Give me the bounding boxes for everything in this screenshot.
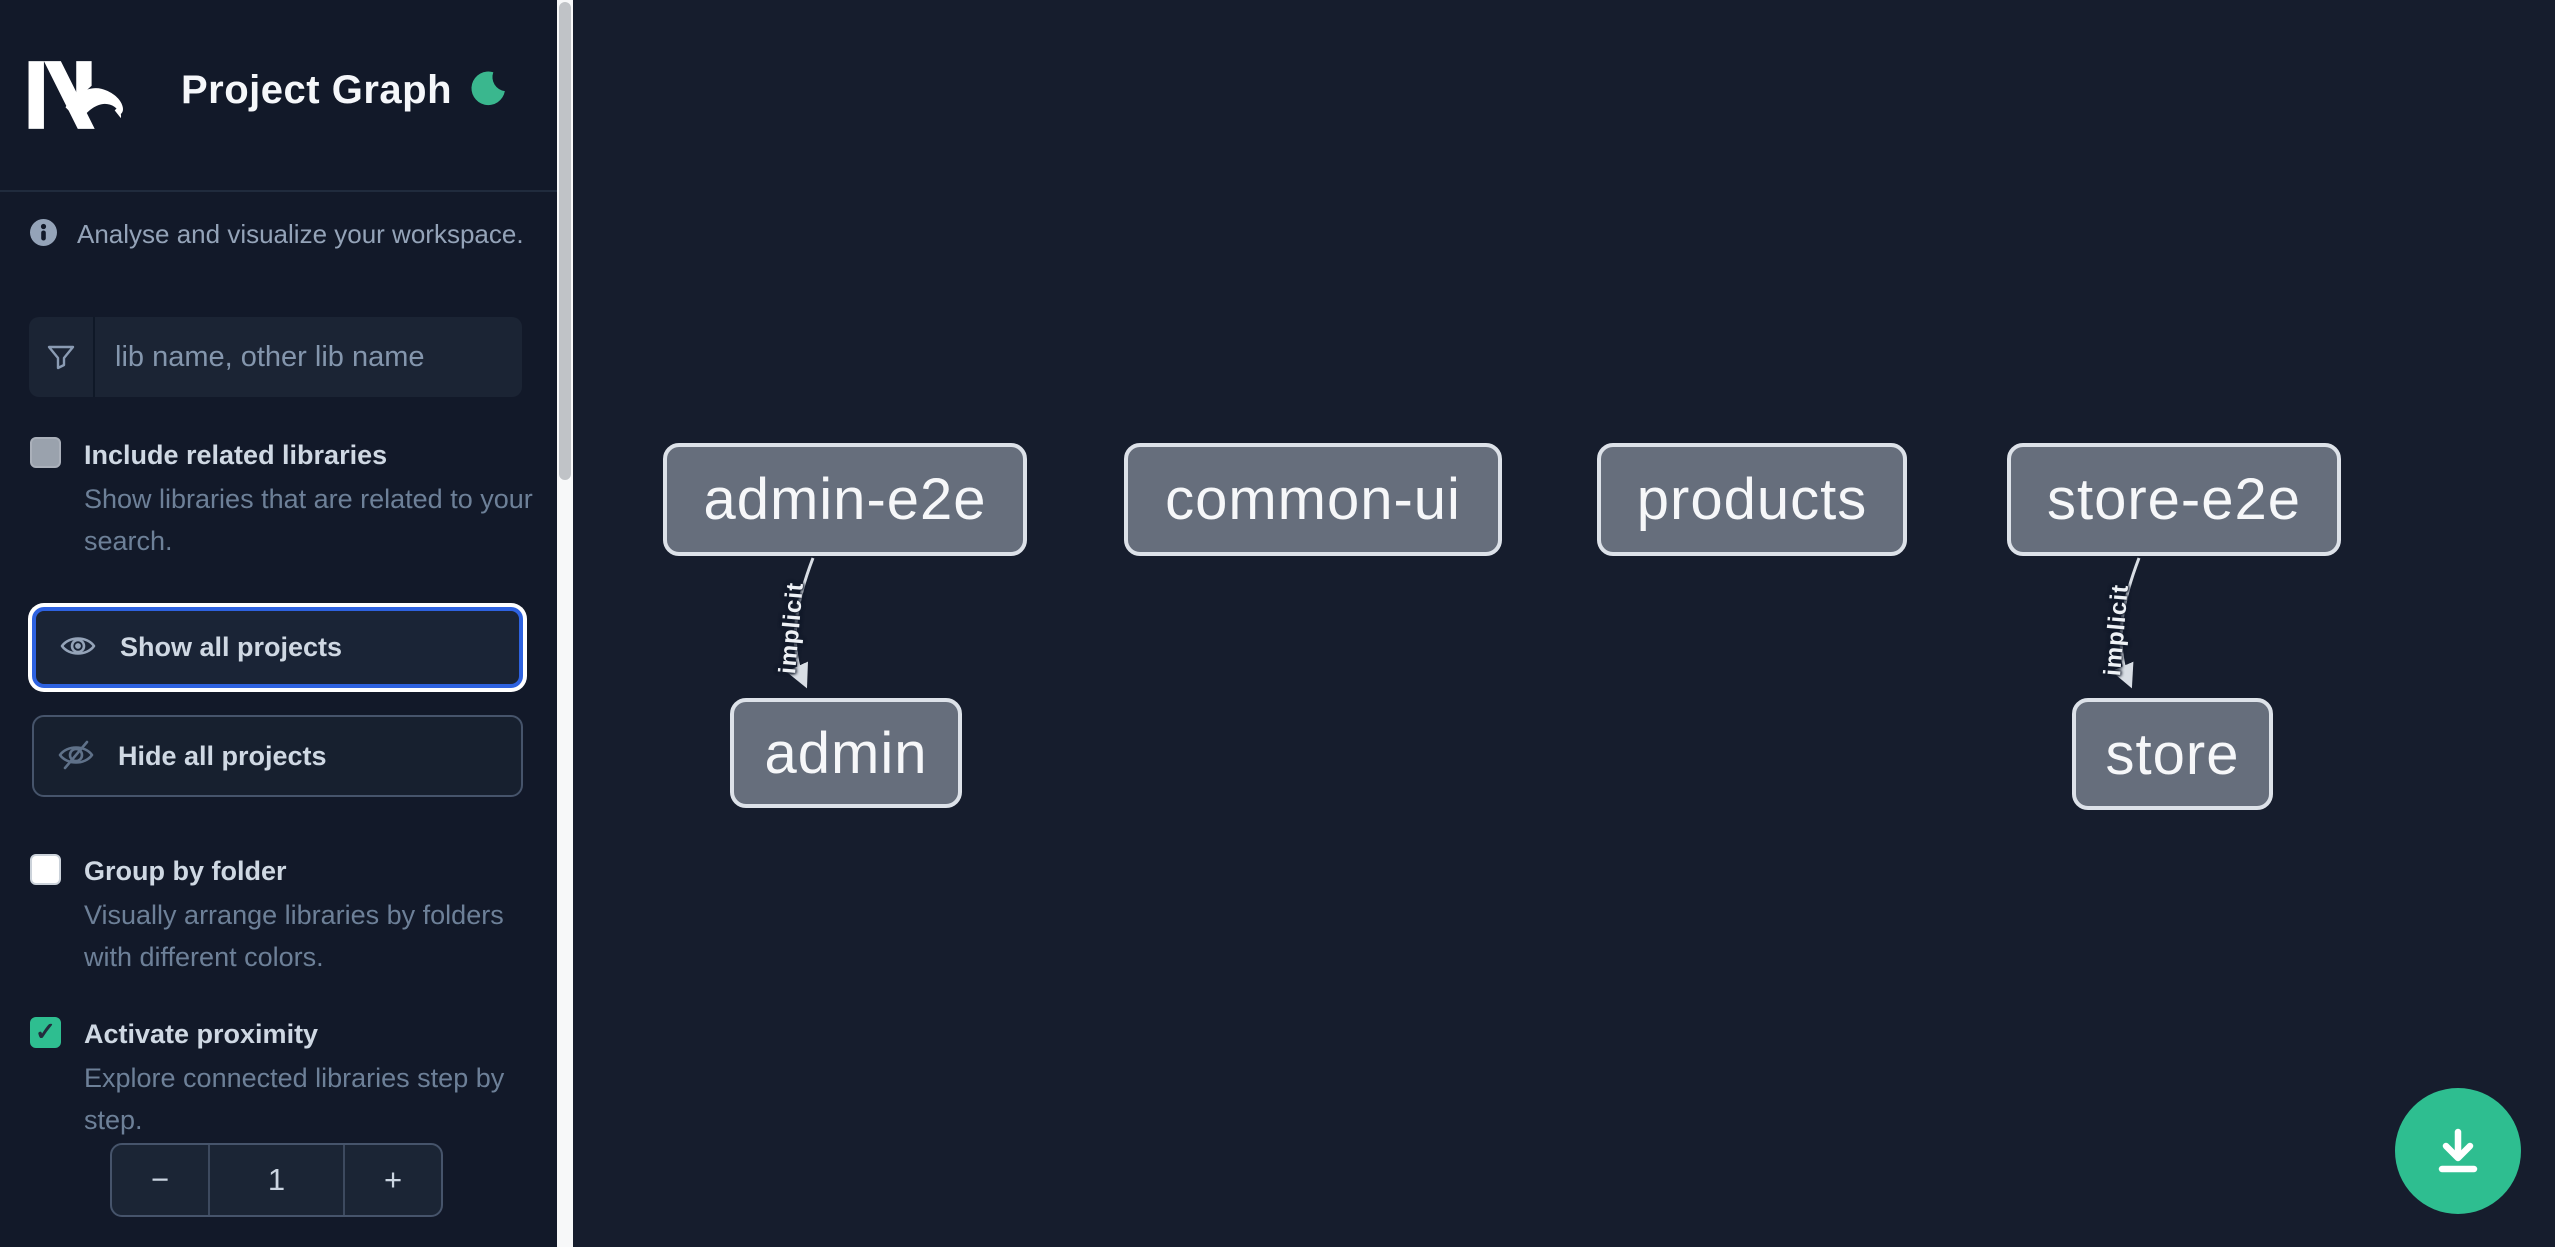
activate-proximity-description: Explore connected libraries step by step… (84, 1063, 505, 1135)
sidebar: Project Graph Analyse and visualize your… (0, 0, 557, 1247)
graph-node-store[interactable]: store (2072, 698, 2273, 810)
sidebar-scrollbar-thumb[interactable] (559, 2, 571, 480)
group-by-folder-label[interactable]: Group by folder (84, 856, 287, 886)
theme-toggle-button[interactable] (464, 66, 510, 112)
activate-proximity-checkbox[interactable] (30, 1017, 61, 1048)
decrement-button[interactable]: − (150, 1162, 170, 1197)
page-title: Project Graph (181, 68, 453, 112)
hide-all-projects-label: Hide all projects (118, 740, 327, 771)
moon-icon (466, 70, 508, 112)
proximity-depth-stepper: − 1 + (110, 1143, 443, 1217)
group-by-folder-description: Visually arrange libraries by folders wi… (84, 900, 504, 972)
eye-icon (60, 631, 96, 664)
graph-canvas[interactable] (573, 0, 2555, 1247)
graph-node-common-ui[interactable]: common-ui (1124, 443, 1502, 556)
graph-node-admin[interactable]: admin (730, 698, 962, 808)
graph-node-admin-e2e[interactable]: admin-e2e (663, 443, 1027, 556)
download-icon (2426, 1118, 2490, 1185)
include-related-checkbox[interactable] (30, 437, 61, 468)
search-box (29, 317, 522, 397)
info-icon (30, 219, 57, 246)
group-by-folder-checkbox[interactable] (30, 854, 61, 885)
hide-all-projects-button[interactable]: Hide all projects (32, 715, 523, 797)
nx-logo (27, 56, 127, 134)
show-all-projects-label: Show all projects (120, 632, 343, 662)
show-all-projects-button[interactable]: Show all projects (32, 607, 523, 688)
include-related-description: Show libraries that are related to your … (84, 484, 533, 556)
info-text: Analyse and visualize your workspace. (77, 219, 524, 249)
proximity-depth-value: 1 (208, 1145, 345, 1215)
increment-button[interactable]: + (383, 1162, 403, 1197)
search-input[interactable] (95, 317, 522, 397)
include-related-label[interactable]: Include related libraries (84, 440, 388, 470)
sidebar-scrollbar-track[interactable] (557, 0, 573, 1247)
filter-icon (29, 317, 95, 397)
graph-node-products[interactable]: products (1597, 443, 1907, 556)
eye-off-icon (58, 739, 94, 774)
graph-node-store-e2e[interactable]: store-e2e (2007, 443, 2341, 556)
download-image-button[interactable] (2395, 1088, 2521, 1214)
activate-proximity-label[interactable]: Activate proximity (84, 1019, 319, 1049)
header-divider (0, 190, 557, 192)
